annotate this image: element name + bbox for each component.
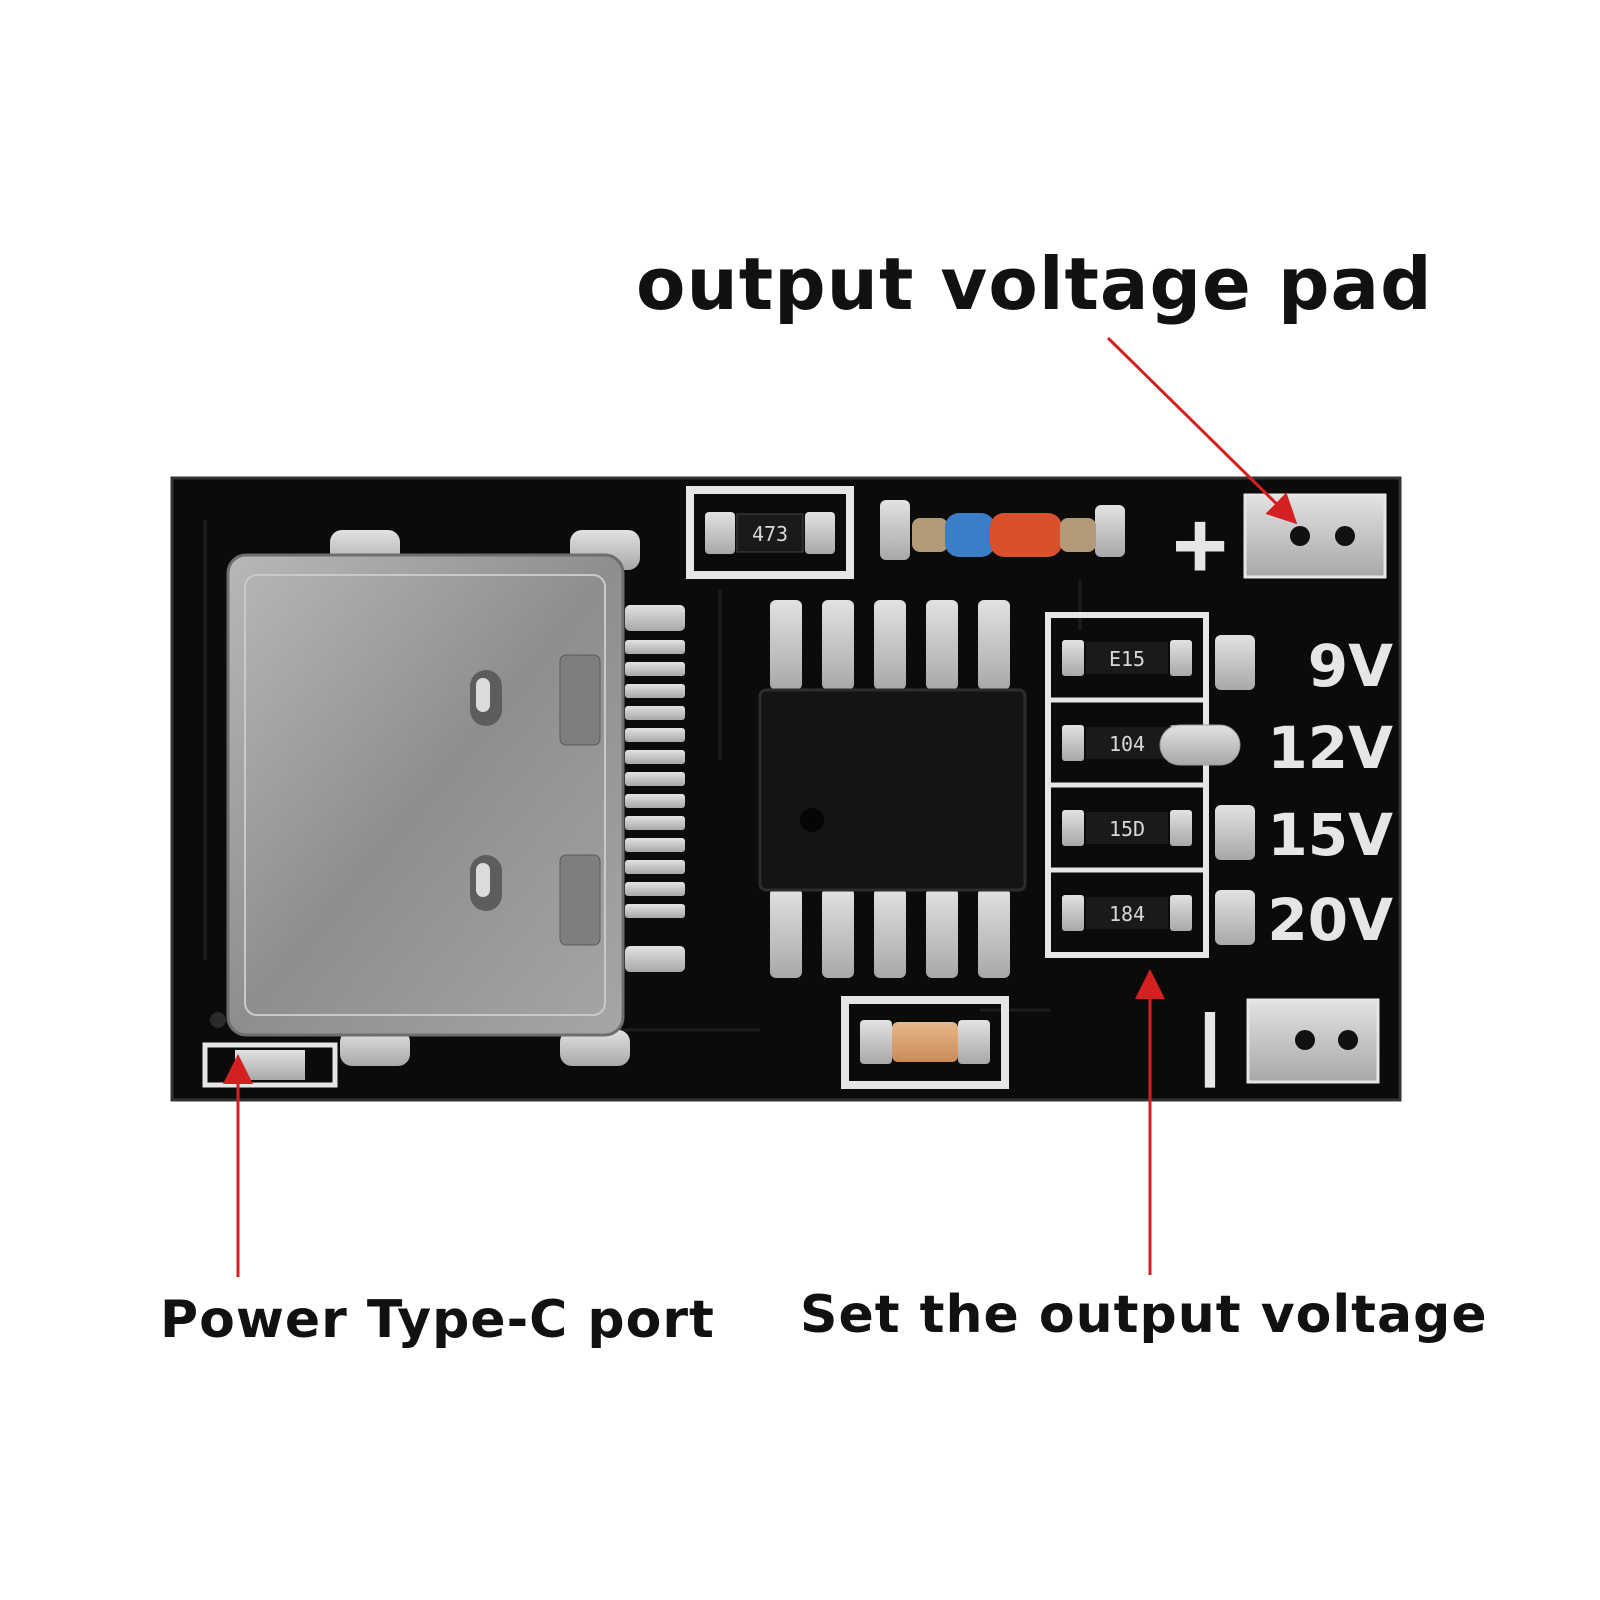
resistor-9v-code: E15 [1109,647,1145,671]
output-pad-positive [1243,493,1387,579]
resistor-12v-code: 104 [1109,732,1145,756]
resistor-15v: 15D [1062,810,1192,846]
controller-ic [758,600,1027,978]
voltage-labels: 9V 12V 15V 20V [1267,632,1393,954]
ic-top-legs [770,600,1010,690]
resistor-20v-code: 184 [1109,902,1145,926]
arrow-output-pad [1106,336,1298,525]
voltage-label-9v: 9V [1308,632,1393,700]
callout-output-voltage-pad: output voltage pad [636,242,1433,326]
silkscreen-minus: | [1199,998,1221,1088]
callout-power-type-c-port: Power Type-C port [160,1290,715,1350]
callout-set-output-voltage: Set the output voltage [800,1285,1488,1345]
usb-c-connector [226,530,685,1066]
voltage-jumper-pads [1159,635,1255,945]
voltage-label-12v: 12V [1267,714,1393,782]
voltage-label-20v: 20V [1267,886,1393,954]
resistor-r1: 473 [686,486,854,579]
resistor-r1-code: 473 [752,522,788,546]
resistor-20v: 184 [1062,895,1192,931]
voltage-label-15v: 15V [1267,801,1393,869]
resistor-15v-code: 15D [1109,817,1145,841]
resistor-9v: E15 [1062,640,1192,676]
voltage-select-block: E15 104 15D 184 [1045,612,1209,958]
output-pad-negative [1246,998,1380,1084]
ic-bottom-legs [770,888,1010,978]
diode [880,500,1125,560]
silkscreen-plus: + [1172,492,1228,599]
capacitor [841,996,1009,1089]
usb-c-pins [625,605,685,972]
